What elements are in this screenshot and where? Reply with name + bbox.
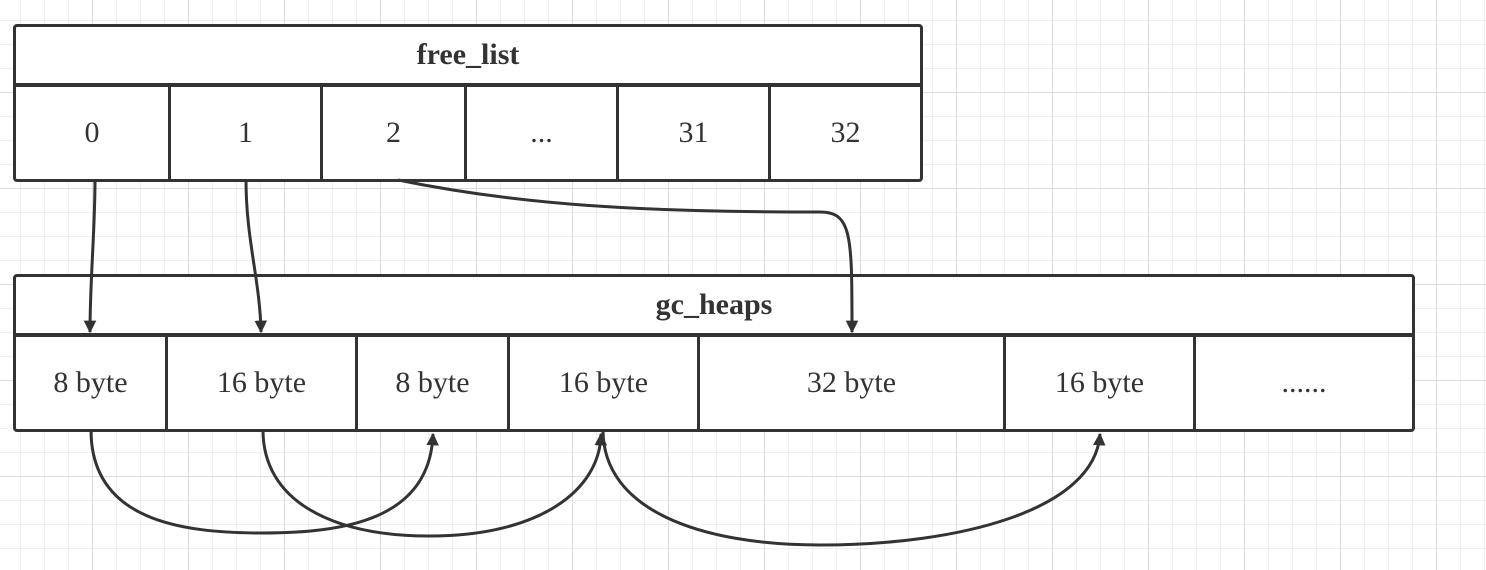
heap-block: 16 byte bbox=[168, 337, 358, 429]
gc-heaps-blocks: 8 byte 16 byte 8 byte 16 byte 32 byte 16… bbox=[16, 337, 1412, 429]
free-list-slots: 0 1 2 ... 31 32 bbox=[16, 87, 920, 179]
free-list-slot: ... bbox=[467, 87, 619, 179]
gc-heaps-title: gc_heaps bbox=[16, 277, 1412, 337]
arrow-block0-to-block2 bbox=[89, 429, 439, 535]
gc-heaps-table: gc_heaps 8 byte 16 byte 8 byte 16 byte 3… bbox=[13, 274, 1415, 432]
arrow-slot2-to-block4 bbox=[397, 178, 859, 334]
free-list-slot: 0 bbox=[16, 87, 171, 179]
heap-block: 16 byte bbox=[510, 337, 700, 429]
free-list-slot: 31 bbox=[619, 87, 771, 179]
heap-block: 8 byte bbox=[358, 337, 510, 429]
heap-block: ...... bbox=[1281, 366, 1327, 399]
arrow-block1-to-block3 bbox=[261, 429, 608, 538]
free-list-slot: 32 bbox=[830, 116, 861, 149]
heap-block: 32 byte bbox=[700, 337, 1006, 429]
free-list-slot: 1 bbox=[171, 87, 323, 179]
arrow-slot0-to-block0 bbox=[83, 179, 97, 334]
heap-block: 16 byte bbox=[1006, 337, 1196, 429]
free-list-title: free_list bbox=[16, 27, 920, 87]
free-list-slot: 2 bbox=[323, 87, 467, 179]
arrow-block3-to-block5 bbox=[601, 429, 1106, 547]
arrow-slot1-to-block1 bbox=[244, 179, 268, 334]
free-list-table: free_list 0 1 2 ... 31 32 bbox=[13, 24, 923, 182]
heap-block: 8 byte bbox=[16, 337, 168, 429]
